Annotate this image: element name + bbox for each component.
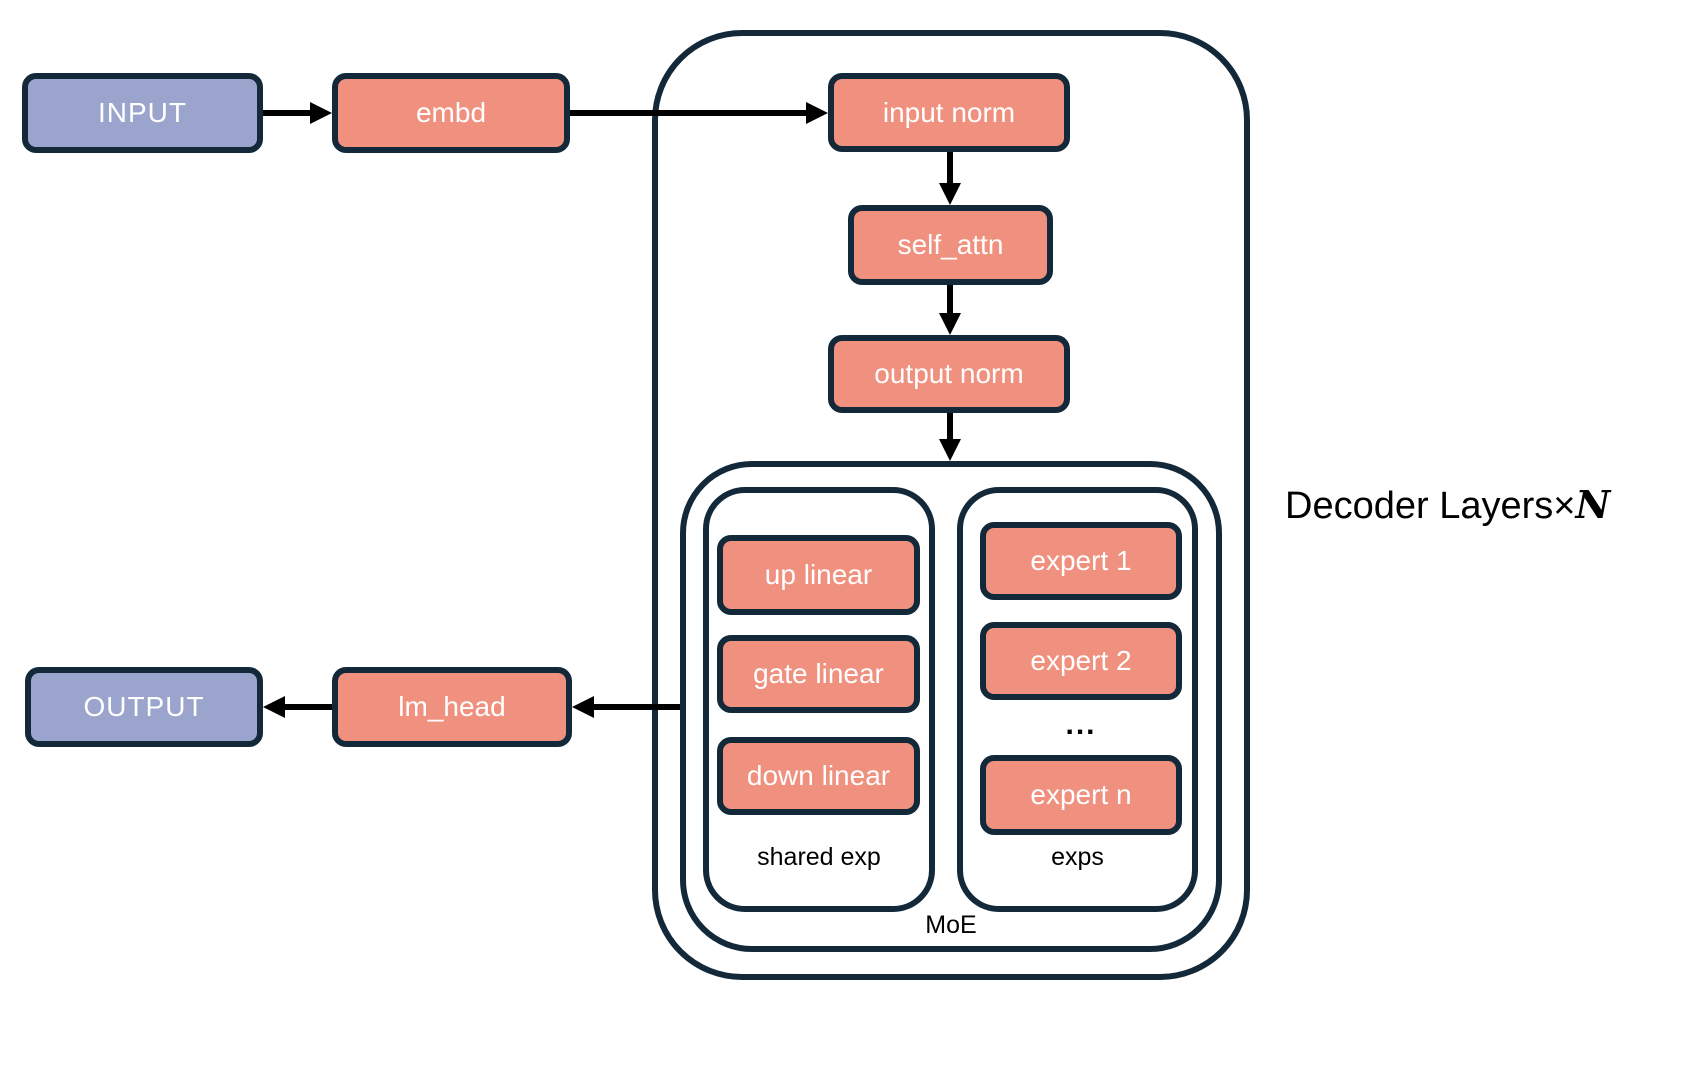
- input-block: INPUT: [22, 73, 263, 153]
- expert-2-block: expert 2: [980, 622, 1182, 700]
- exps-label: exps: [1051, 843, 1104, 871]
- output-norm-block: output norm: [828, 335, 1070, 413]
- arrow-shaft: [263, 110, 310, 116]
- arrow-shaft: [947, 413, 953, 439]
- moe-label: MoE: [925, 911, 977, 939]
- arrowhead-left-icon: [572, 696, 594, 718]
- shared-exp-label: shared exp: [757, 843, 881, 871]
- times-symbol: ×: [1553, 485, 1576, 527]
- repeat-count-symbol: N: [1575, 482, 1611, 527]
- decoder-layers-label: Decoder Layers×N: [1285, 482, 1610, 528]
- expert-1-block: expert 1: [980, 522, 1182, 600]
- arrowhead-down-icon: [939, 439, 961, 461]
- arrowhead-left-icon: [263, 696, 285, 718]
- lm-head-block: lm_head: [332, 667, 572, 747]
- decoder-layers-container: [652, 30, 1250, 980]
- moe-container: MoE: [680, 461, 1222, 952]
- shared-exp-container: shared exp: [703, 487, 935, 912]
- arrow-shaft: [947, 152, 953, 185]
- gate-linear-block: gate linear: [717, 635, 920, 713]
- output-block: OUTPUT: [25, 667, 263, 747]
- embd-block: embd: [332, 73, 570, 153]
- self-attn-block: self_attn: [848, 205, 1053, 285]
- arrow-shaft: [592, 704, 680, 710]
- arrowhead-right-icon: [806, 102, 828, 124]
- down-linear-block: down linear: [717, 737, 920, 815]
- input-norm-block: input norm: [828, 73, 1070, 152]
- exps-container: exps: [957, 487, 1198, 912]
- experts-ellipsis: ...: [1065, 708, 1097, 741]
- arrowhead-right-icon: [310, 102, 332, 124]
- expert-n-block: expert n: [980, 755, 1182, 835]
- arrow-shaft: [285, 704, 332, 710]
- arrow-shaft: [570, 110, 806, 116]
- arrow-shaft: [947, 285, 953, 313]
- decoder-layers-label-text: Decoder Layers: [1285, 485, 1554, 527]
- arrowhead-down-icon: [939, 313, 961, 335]
- up-linear-block: up linear: [717, 535, 920, 615]
- arrowhead-down-icon: [939, 183, 961, 205]
